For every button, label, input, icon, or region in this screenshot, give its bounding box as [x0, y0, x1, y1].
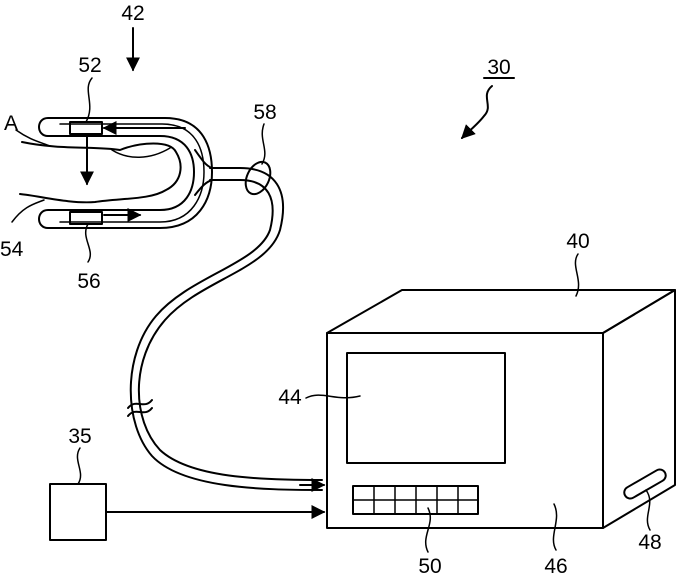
cable-line-outer — [139, 168, 322, 480]
label-35: 35 — [68, 425, 91, 448]
leader-30-arrow — [462, 86, 492, 138]
display-screen — [347, 353, 505, 463]
cable-line-inner — [131, 180, 322, 490]
leader-35 — [77, 448, 80, 484]
leader-48 — [646, 490, 650, 530]
keypad — [353, 486, 478, 514]
label-48: 48 — [638, 531, 661, 554]
leader-52 — [86, 78, 92, 122]
label-54: 54 — [0, 238, 24, 261]
label-30: 30 — [487, 56, 510, 79]
label-42: 42 — [121, 2, 144, 25]
leader-56 — [86, 224, 91, 262]
sensor-clip — [20, 118, 212, 228]
label-58: 58 — [253, 101, 276, 124]
label-A: A — [4, 112, 18, 135]
clip-outer-shell — [39, 118, 212, 228]
monitor-front-face — [327, 333, 603, 528]
cable — [128, 150, 324, 490]
monitor-unit — [327, 290, 675, 528]
monitor-side-face — [603, 290, 675, 528]
clip-inner-shell — [60, 124, 204, 222]
label-56: 56 — [77, 270, 100, 293]
input-device-box — [50, 484, 106, 540]
label-52: 52 — [78, 54, 101, 77]
label-44: 44 — [278, 386, 302, 409]
label-40: 40 — [566, 230, 589, 253]
port-slot — [622, 467, 668, 500]
leader-58 — [262, 124, 265, 164]
leader-44 — [306, 395, 360, 398]
finger-outline — [20, 142, 181, 202]
label-46: 46 — [544, 555, 567, 576]
label-50: 50 — [418, 555, 441, 576]
monitor-top-face — [327, 290, 675, 333]
cable-bundle-ring — [241, 158, 275, 198]
